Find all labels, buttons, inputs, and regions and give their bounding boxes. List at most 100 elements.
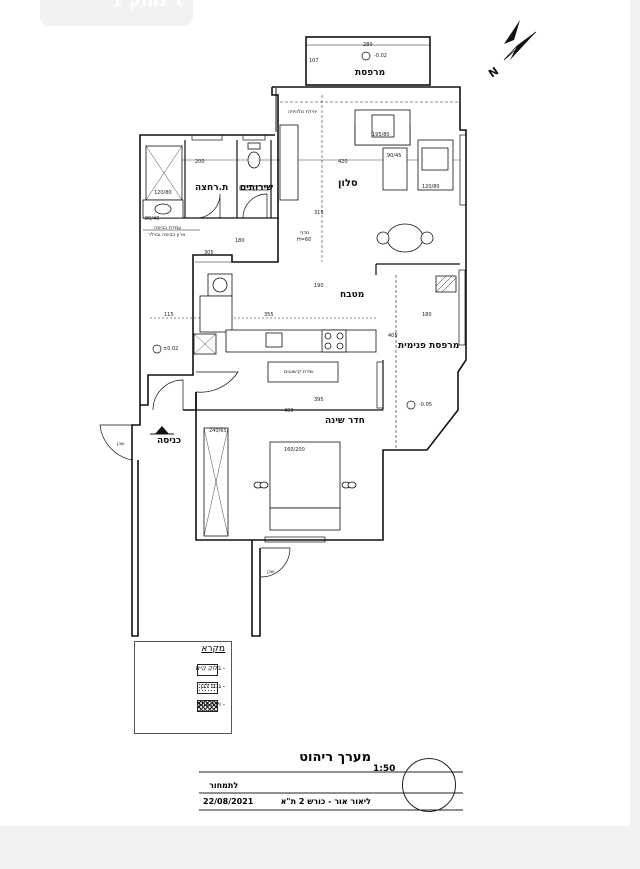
cooktop <box>321 329 347 353</box>
balcony-outline <box>305 36 431 86</box>
wardrobe-size-label: 240/65 <box>209 428 227 434</box>
shower-door[interactable] <box>195 193 221 219</box>
hall-door[interactable] <box>152 379 184 411</box>
room-shower: ת.רחצה <box>195 183 229 193</box>
toilet-door[interactable] <box>242 193 268 219</box>
dim-corridor-width: 305 <box>204 250 214 256</box>
toilet-window <box>242 134 266 141</box>
level-entrance: ±0.02 <box>163 346 179 352</box>
coffee-table <box>382 147 408 191</box>
dim-bedroom-height: 395 <box>314 397 324 403</box>
north-arrow-icon <box>503 20 537 61</box>
room-bedroom: חדר שינה <box>325 416 365 426</box>
drum-icon <box>212 277 228 293</box>
level-balcony: -0.02 <box>374 53 387 59</box>
dining-chair-icon <box>420 231 434 245</box>
title-author: ליאור אור - כורש 2 ת"א <box>280 797 371 806</box>
drawing-sheet <box>0 0 630 826</box>
level-marker-icon <box>406 400 416 410</box>
level-marker-icon <box>361 51 371 61</box>
level-inner-balcony: -0.05 <box>419 402 432 408</box>
kitchen-counter <box>225 329 377 353</box>
dim-bath-width: 200 <box>195 159 205 165</box>
salon-window <box>459 134 467 206</box>
dining-table <box>386 223 424 253</box>
shower-size-label: 120/80 <box>154 190 172 196</box>
tv-unit <box>279 124 299 201</box>
entrance-door[interactable] <box>99 424 140 461</box>
inner-balcony-hatch <box>435 275 457 293</box>
bedroom-exit-wall <box>251 540 261 637</box>
title-scale: 1:50 <box>373 764 396 774</box>
counter-note-label: ארון כביסה ובוילר <box>148 232 186 238</box>
shelf-label: מדף <box>300 230 310 236</box>
toilet-bowl-icon <box>247 151 261 169</box>
legend-swatch-gypsum <box>197 682 218 694</box>
bed-size-label: 160/200 <box>284 447 305 453</box>
legend-swatch-block <box>197 664 218 676</box>
title-purpose: לתמחור <box>209 781 239 790</box>
legend-item: - גבס לבן <box>141 682 225 694</box>
kitchen-cabinet <box>199 295 233 333</box>
slipper-icon <box>347 481 357 489</box>
sofa-side-size-label: 120/80 <box>422 184 440 190</box>
entrance-arrow-icon <box>155 426 169 434</box>
bedroom-door[interactable] <box>195 371 239 393</box>
room-balcony: מרפסת <box>355 68 386 78</box>
bed-end <box>269 507 341 531</box>
bed <box>269 441 341 509</box>
bedroom-window <box>264 536 326 543</box>
title-stamp-circle <box>402 758 456 812</box>
title-project: מערך ריהוט <box>299 750 371 765</box>
laundry-label: עמדת כביסה <box>154 225 182 231</box>
legend-item: - וילה בורד <box>141 700 225 712</box>
dining-chair-icon <box>376 231 390 245</box>
toilet-shelf <box>239 185 269 191</box>
dim-salon-width: 420 <box>338 159 348 165</box>
dim-bedroom-width: 400 <box>284 408 294 414</box>
kitchen-shelves <box>267 361 339 383</box>
coffee-table-label: 90/45 <box>387 153 402 159</box>
header-tab: ד נתוק 1 <box>40 0 193 26</box>
kitchen-sink-icon <box>265 332 283 348</box>
legend-title: מקרא <box>201 644 225 654</box>
entrance-wall <box>131 405 141 637</box>
outer-wall-right <box>195 86 467 541</box>
neighbor-sign-label: שכן <box>117 441 125 447</box>
dim-corridor-height: 180 <box>235 238 245 244</box>
room-toilet: שירותים <box>240 183 274 193</box>
sink-size-label: 80/40 <box>145 216 160 222</box>
burner-icon <box>336 342 344 350</box>
neighbor-sign2-label: שכן <box>267 569 275 575</box>
sofa-size-label: 195/80 <box>372 132 390 138</box>
dim-kitchen-height: 190 <box>314 283 324 289</box>
room-kitchen: מטבח <box>340 290 365 300</box>
legend-item-label: - בלוק קיים <box>195 665 225 672</box>
bedroom-exit-door[interactable] <box>260 547 291 578</box>
header-tab-text: ד נתוק 1 <box>112 0 183 10</box>
legend: מקרא - בלוק קיים - גבס לבן - וילה בורד <box>134 641 232 734</box>
kitchen-shelves-label: שידת קישוטים <box>284 369 314 375</box>
room-inner-balcony: מרפסת פנימית <box>398 341 460 351</box>
entrance-jamb <box>183 392 197 411</box>
dim-inner-balcony-height: 405 <box>388 333 398 339</box>
dim-inner-balcony-width: 180 <box>422 312 432 318</box>
sink-basin-icon <box>154 203 172 215</box>
dim-left-offset: 115 <box>164 312 174 318</box>
inner-balcony-window <box>458 269 466 346</box>
title-date: 22/08/2021 <box>203 797 254 806</box>
burner-icon <box>324 332 332 340</box>
bath-window <box>191 134 223 141</box>
level-marker-icon <box>152 344 162 354</box>
dim-kitchen-width: 355 <box>264 312 274 318</box>
bedroom-side-window <box>376 361 384 409</box>
burner-icon <box>324 342 332 350</box>
shelf-height-label: H=60 <box>297 237 312 243</box>
legend-item-label: - וילה בורד <box>196 701 225 708</box>
dim-salon-height: 315 <box>314 210 324 216</box>
dim-balcony-width: 280 <box>363 42 373 48</box>
legend-item-label: - גבס לבן <box>200 683 225 690</box>
legend-swatch-board <box>197 700 218 712</box>
title-block: מערך ריהוט 1:50 לתמחור ליאור אור - כורש … <box>199 750 463 812</box>
